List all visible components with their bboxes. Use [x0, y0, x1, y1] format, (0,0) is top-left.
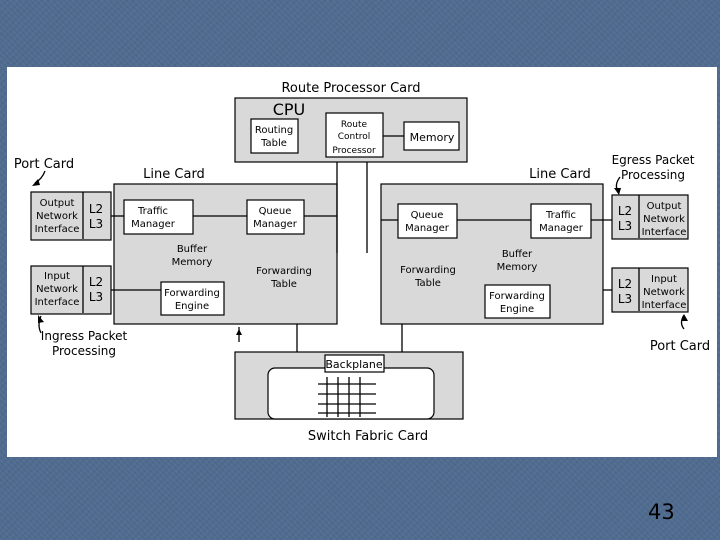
connection-lines [111, 162, 612, 352]
right-input-l3: L3 [618, 292, 632, 306]
left-input-interface-line2: Network [36, 284, 78, 295]
switch-fabric-card-label: Switch Fabric Card [308, 429, 428, 444]
left-queue-manager-line1: Queue [259, 206, 292, 217]
left-line-card-label: Line Card [143, 167, 205, 182]
right-queue-manager-box [397, 203, 458, 239]
left-input-interface-line3: Interface [35, 297, 80, 308]
right-traffic-manager-line2: Manager [539, 223, 584, 234]
left-forwarding-engine-line2: Engine [175, 301, 209, 312]
right-forwarding-engine-box [484, 284, 551, 319]
routing-table-line1: Routing [255, 125, 293, 136]
left-forwarding-engine-line1: Forwarding [164, 288, 220, 299]
right-traffic-manager-box [530, 203, 592, 239]
ingress-pointer [38, 315, 42, 334]
left-input-interface-line1: Input [44, 271, 70, 282]
right-input-interface-line3: Interface [642, 300, 687, 311]
right-input-interface-line1: Input [651, 274, 677, 285]
right-port-card-label: Port Card [650, 339, 710, 354]
right-queue-manager-line2: Manager [405, 223, 450, 234]
right-buffer-memory-line2: Memory [497, 262, 538, 273]
egress-processing-line1: Egress Packet [612, 153, 695, 167]
right-line-card-label: Line Card [529, 167, 591, 182]
crossbar-grid [318, 377, 376, 417]
backplane-label: Backplane [325, 358, 382, 371]
right-output-l3: L3 [618, 219, 632, 233]
routing-table-box [250, 118, 299, 154]
right-output-interface-line1: Output [647, 201, 682, 212]
right-port-card-arrowhead [682, 314, 688, 321]
right-forwarding-engine-line1: Forwarding [489, 291, 545, 302]
left-output-interface-line1: Output [40, 198, 75, 209]
right-forwarding-table-line2: Table [414, 278, 441, 289]
right-output-interface-line3: Interface [642, 227, 687, 238]
route-control-processor-box [325, 112, 384, 158]
left-traffic-manager-line1: Traffic [137, 206, 168, 217]
right-output-interface-box [611, 194, 689, 240]
right-buffer-memory-line1: Buffer [502, 249, 533, 260]
right-input-interface-box [611, 267, 689, 313]
right-output-interface-line2: Network [643, 214, 685, 225]
right-input-interface-line2: Network [643, 287, 685, 298]
route-control-processor-line3: Processor [332, 146, 376, 156]
right-traffic-manager-line1: Traffic [545, 210, 576, 221]
ingress-processing-line1: Ingress Packet [41, 329, 128, 343]
backplane-box [324, 354, 385, 373]
left-traffic-manager-line2: Manager [131, 219, 176, 230]
right-queue-manager-line1: Queue [411, 210, 444, 221]
left-input-interface-box [30, 265, 112, 315]
right-port-card-pointer [680, 314, 685, 330]
left-input-l2: L2 [89, 275, 103, 289]
route-control-processor-line2: Control [338, 132, 371, 142]
left-output-l2: L2 [89, 202, 103, 216]
cpu-label: CPU [273, 100, 306, 119]
ingress-processing-line2: Processing [52, 344, 116, 358]
memory-box [403, 121, 460, 151]
slide-number: 43 [648, 500, 675, 524]
left-output-interface-line3: Interface [35, 224, 80, 235]
memory-label: Memory [410, 131, 455, 144]
egress-arrowhead [614, 188, 621, 195]
left-input-l3: L3 [89, 290, 103, 304]
router-architecture-diagram: Route Processor Card CPU Routing Table R… [14, 81, 710, 444]
left-buffer-memory-line1: Buffer [177, 244, 208, 255]
left-port-card-arrowhead [32, 179, 40, 186]
right-input-l2: L2 [618, 277, 632, 291]
route-control-processor-line1: Route [341, 120, 368, 130]
route-processor-card-label: Route Processor Card [281, 81, 420, 96]
left-output-interface-box [30, 191, 112, 241]
right-forwarding-table-line1: Forwarding [400, 265, 456, 276]
left-port-card-label: Port Card [14, 157, 74, 172]
right-output-l2: L2 [618, 204, 632, 218]
ingress-arrowhead [38, 315, 44, 323]
left-buffer-memory-line2: Memory [172, 257, 213, 268]
left-forwarding-table-line2: Table [270, 279, 297, 290]
left-output-interface-line2: Network [36, 211, 78, 222]
left-output-l3: L3 [89, 217, 103, 231]
left-queue-manager-line2: Manager [253, 219, 298, 230]
left-queue-manager-box [246, 199, 305, 235]
left-forwarding-table-line1: Forwarding [256, 266, 312, 277]
right-forwarding-engine-line2: Engine [500, 304, 534, 315]
left-forwarding-engine-box [160, 281, 225, 316]
left-traffic-manager-box [123, 199, 194, 235]
routing-table-line2: Table [260, 138, 287, 149]
egress-processing-line2: Processing [621, 168, 685, 182]
